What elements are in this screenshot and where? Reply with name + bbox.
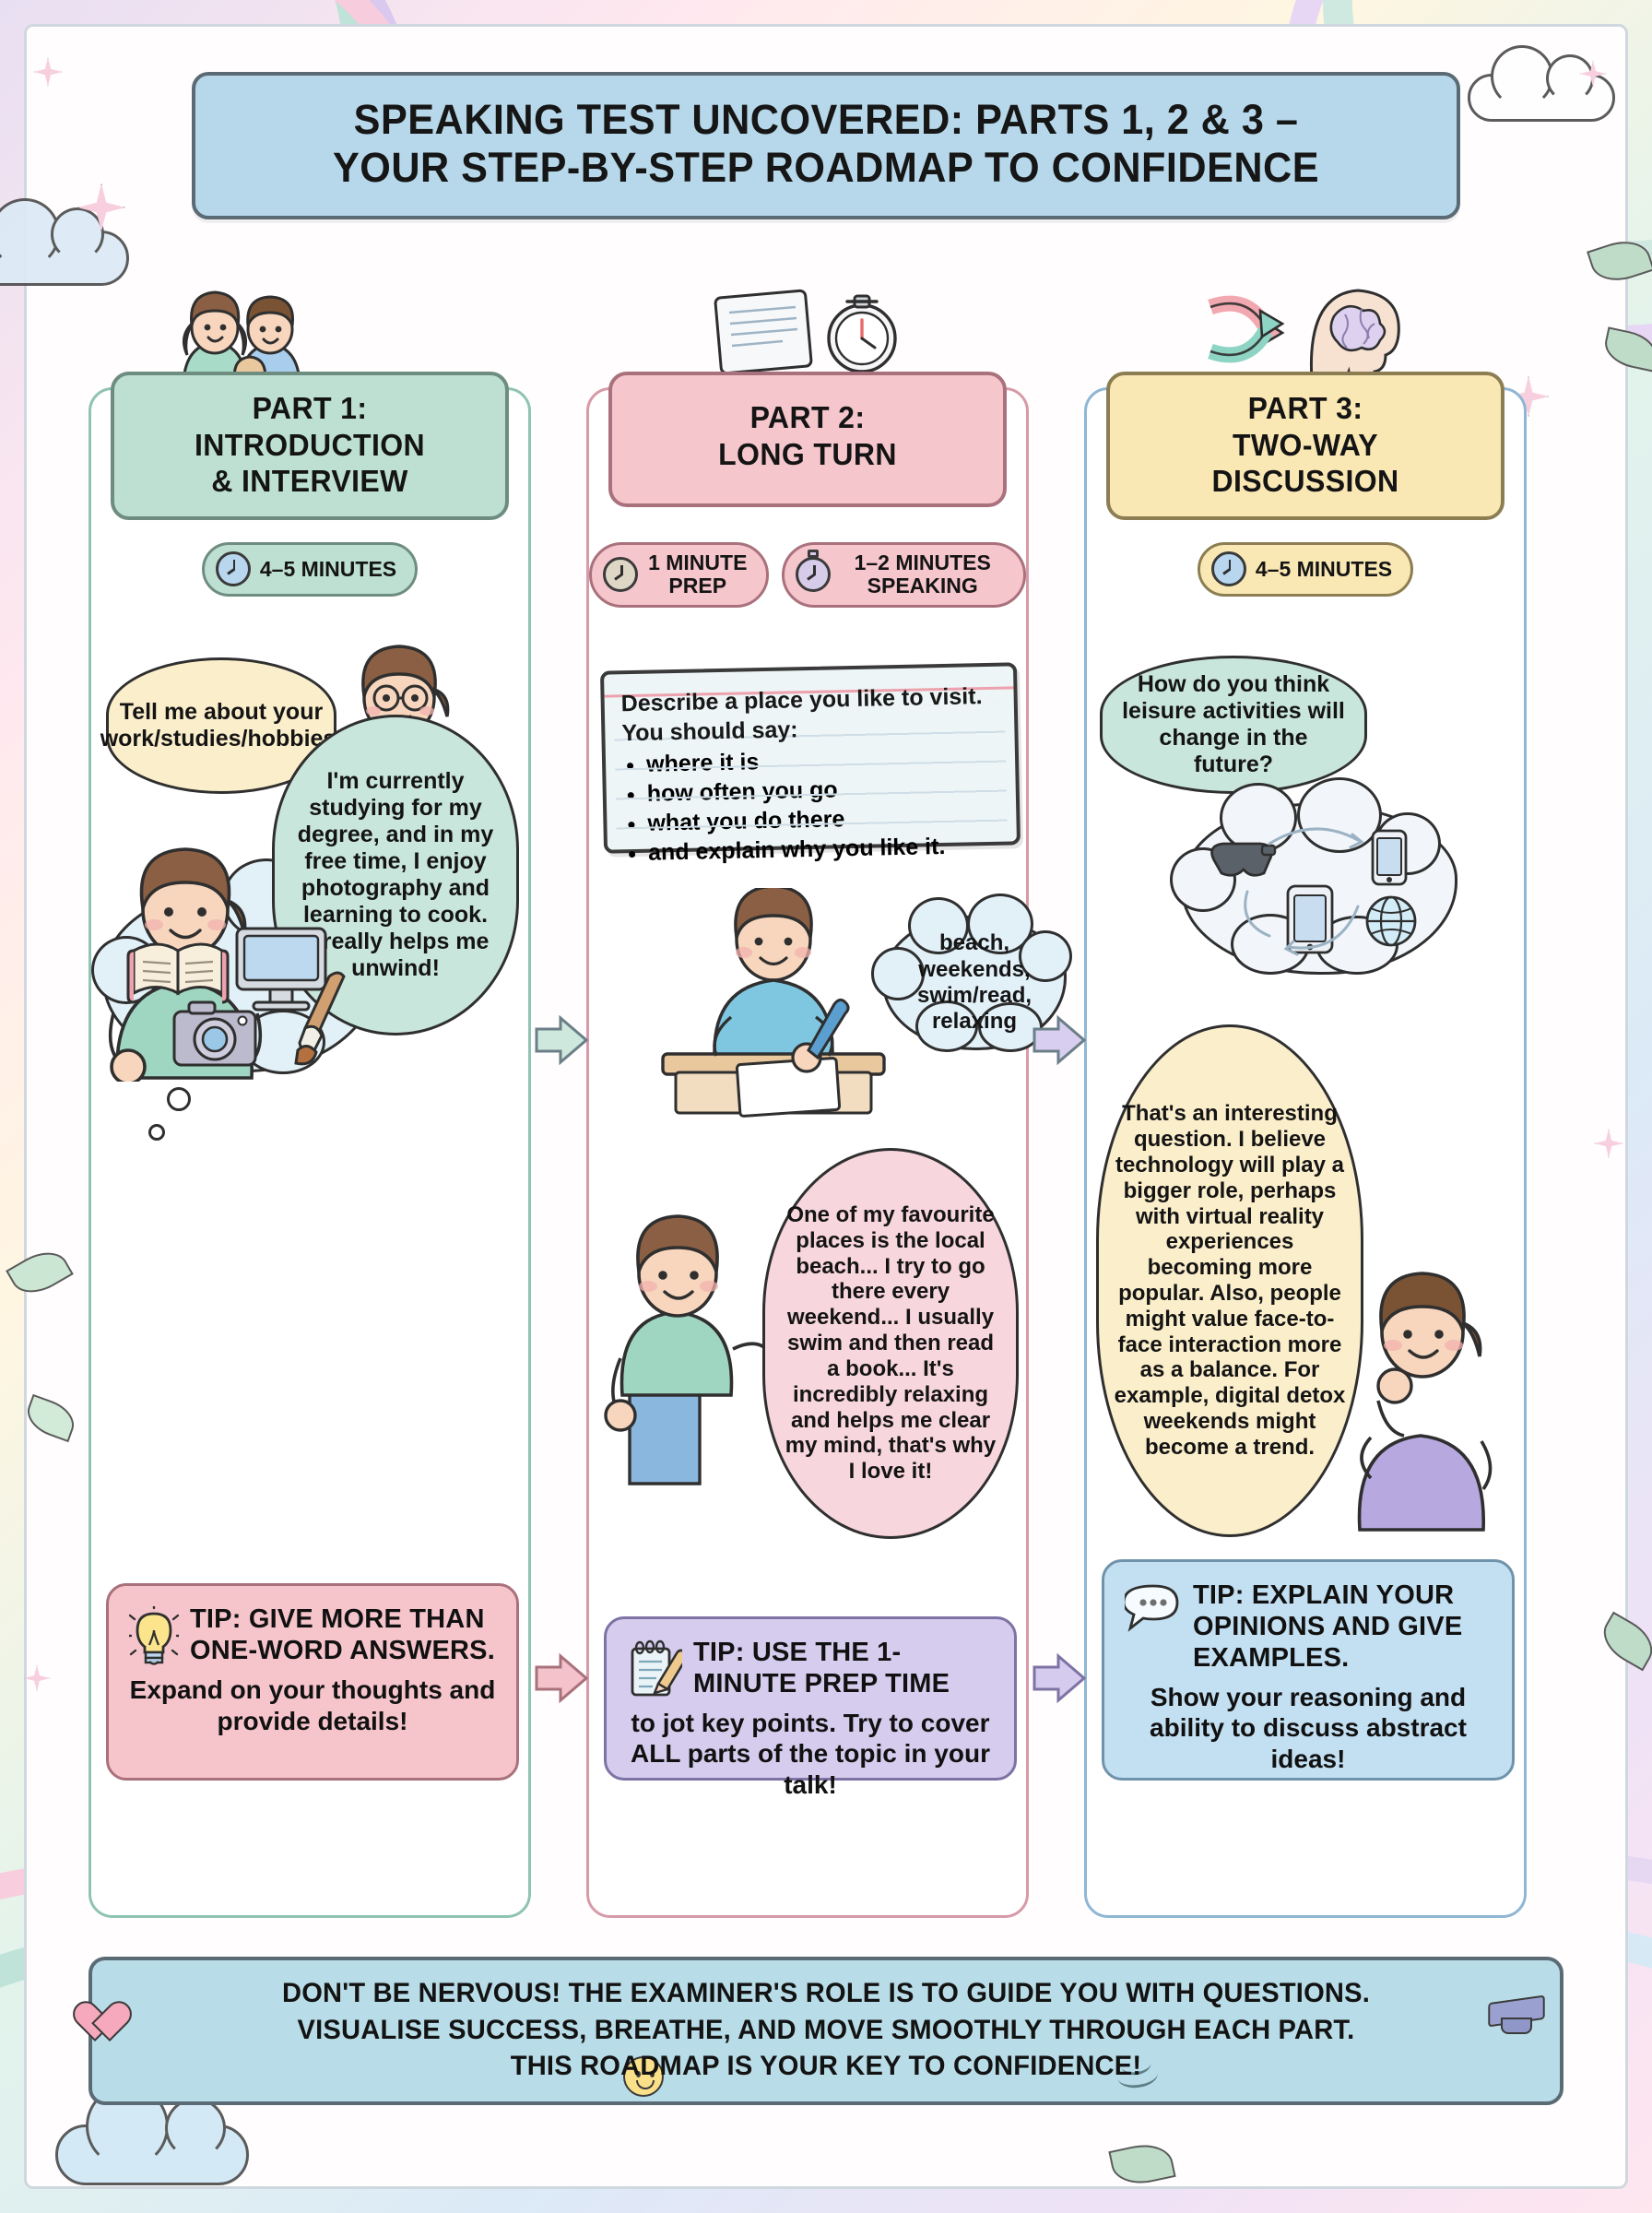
smiley-icon (623, 2056, 664, 2097)
banner-line-1: DON'T BE NERVOUS! THE EXAMINER'S ROLE IS… (281, 1978, 1371, 2008)
clock-icon (603, 556, 638, 592)
smartphone-icon (1371, 829, 1408, 886)
part-2-badges: 1 MINUTE PREP 1–2 MINUTES SPEAKING (589, 542, 1026, 608)
thought-dot (167, 1087, 191, 1111)
leaf-icon (21, 1393, 80, 1443)
column-header-part-1: PART 1: INTRODUCTION & INTERVIEW (111, 372, 509, 520)
candidate-answer-text: That's an interesting question. I believ… (1114, 1101, 1346, 1460)
badge-label: 1 MINUTE PREP (648, 550, 748, 598)
candidate-answer-text: I'm currently studying for my degree, an… (297, 768, 494, 981)
leaf-icon (6, 1242, 74, 1303)
bottom-banner: DON'T BE NERVOUS! THE EXAMINER'S ROLE IS… (88, 1957, 1564, 2105)
part-1-title-line-1: PART 1: (252, 391, 368, 425)
vr-headset-icon (1210, 842, 1277, 877)
candidate-answer-text: One of my favourite places is the local … (785, 1201, 997, 1485)
clock-icon (215, 551, 251, 586)
column-header-part-3: PART 3: TWO-WAY DISCUSSION (1106, 372, 1504, 520)
arrow-part1-to-part2 (535, 1014, 589, 1066)
banner-line-3: THIS ROADMAP IS YOUR KEY TO CONFIDENCE! (510, 2051, 1142, 2082)
notes-thought-cloud: beach, weekends, swim/read, relaxing (871, 893, 1072, 1052)
tip-body-part-3: Show your reasoning and ability to discu… (1150, 1682, 1467, 1773)
column-part-2: PART 2: LONG TURN 1 MINUTE PREP 1–2 MINU… (586, 289, 1072, 1918)
badge-duration-part-3: 4–5 MINUTES (1197, 542, 1414, 597)
arrow-tip1-to-tip2 (535, 1652, 589, 1704)
future-tech-thought-cloud (1170, 777, 1457, 975)
page-title: SPEAKING TEST UNCOVERED: PARTS 1, 2 & 3 … (192, 72, 1460, 220)
tip-body-part-1: Expand on your thoughts and provide deta… (129, 1675, 496, 1735)
cue-card: Describe a place you like to visit. You … (599, 662, 1021, 866)
candidate-answer-bubble-part-2: One of my favourite places is the local … (762, 1148, 1019, 1539)
book-icon (126, 942, 230, 1004)
tip-box-part-3: TIP: EXPLAIN YOUR OPINIONS AND GIVE EXAM… (1102, 1559, 1515, 1781)
tip-box-part-1: TIP: GIVE MORE THAN ONE-WORD ANSWERS. Ex… (106, 1583, 519, 1781)
future-tech-icons-group (1210, 827, 1417, 956)
column-header-part-2: PART 2: LONG TURN (608, 372, 1007, 508)
lightbulb-icon (129, 1606, 179, 1665)
cloud-icon (55, 2085, 249, 2185)
leaf-icon (1595, 1611, 1652, 1672)
column-part-1: PART 1: INTRODUCTION & INTERVIEW 4–5 MIN… (88, 290, 531, 1918)
column-part-3: PART 3: TWO-WAY DISCUSSION 4–5 MINUTES H… (1084, 289, 1527, 1918)
heart-icon (85, 2003, 127, 2041)
title-line-1: SPEAKING TEST UNCOVERED: PARTS 1, 2 & 3 … (353, 96, 1299, 143)
hobbies-thought-cloud (91, 858, 379, 1074)
banner-line-2: VISUALISE SUCCESS, BREATHE, AND MOVE SMO… (297, 2014, 1355, 2045)
part-3-badges: 4–5 MINUTES (1087, 542, 1524, 597)
speech-bubble-icon (1125, 1584, 1179, 1632)
cloud-icon (1468, 45, 1615, 122)
tip-heading-part-1: TIP: GIVE MORE THAN ONE-WORD ANSWERS. (190, 1604, 495, 1665)
candidate-figure-part-3 (1357, 1272, 1493, 1532)
cue-card-prompt: Describe a place you like to visit. You … (620, 683, 983, 747)
examiner-question-bubble-part-3: How do you think leisure activities will… (1100, 656, 1367, 794)
badge-label: 4–5 MINUTES (259, 556, 397, 581)
candidate-figure-part-2 (604, 1214, 773, 1485)
tip-heading-part-2: TIP: USE THE 1-MINUTE PREP TIME (693, 1638, 950, 1698)
leaf-icon (1587, 233, 1652, 289)
globe-icon (1365, 895, 1417, 947)
tip-body-part-2: to jot key points. Try to cover ALL part… (631, 1708, 990, 1800)
cloud-icon (0, 198, 129, 286)
arrow-tip2-to-tip3 (1032, 1652, 1087, 1704)
tip-heading-part-3: TIP: EXPLAIN YOUR OPINIONS AND GIVE EXAM… (1193, 1580, 1463, 1673)
thought-dot (148, 1124, 165, 1141)
camera-icon (172, 1000, 257, 1067)
badge-label: 4–5 MINUTES (1255, 556, 1393, 581)
badge-prep-time-part-2: 1 MINUTE PREP (589, 542, 770, 608)
examiner-question-text: How do you think leisure activities will… (1122, 671, 1345, 777)
title-line-2: YOUR STEP-BY-STEP ROADMAP TO CONFIDENCE (332, 144, 1320, 192)
examiner-question-text: Tell me about your work/studies/hobbies. (100, 699, 343, 751)
stopwatch-icon (796, 549, 832, 592)
columns-container: PART 1: INTRODUCTION & INTERVIEW 4–5 MIN… (88, 289, 1564, 1918)
leaf-icon (1108, 2138, 1176, 2190)
hobby-icons-group (126, 927, 346, 1067)
badge-label: 1–2 MINUTES SPEAKING (854, 550, 991, 598)
part-3-title-line-1: PART 3: (1247, 391, 1363, 425)
tip-box-part-2: TIP: USE THE 1-MINUTE PREP TIME to jot k… (604, 1616, 1017, 1799)
part-2-title-line-1: PART 2: (749, 400, 866, 434)
part-2-title-line-2: LONG TURN (718, 436, 897, 471)
student-writing-at-desk (661, 888, 886, 1118)
badge-speaking-time-part-2: 1–2 MINUTES SPEAKING (782, 542, 1026, 608)
notes-thought-text: beach, weekends, swim/read, relaxing (916, 930, 1032, 1035)
part-3-title-line-2: TWO-WAY (1232, 427, 1379, 462)
monitor-icon (235, 927, 327, 1012)
graduation-cap-icon (1488, 1994, 1545, 2040)
badge-duration-part-1: 4–5 MINUTES (201, 542, 419, 597)
part-1-title-line-2: INTRODUCTION (194, 427, 426, 462)
part-3-title-line-3: DISCUSSION (1211, 464, 1399, 499)
clock-icon (1210, 551, 1246, 586)
notepad-pencil-icon (631, 1639, 682, 1697)
candidate-answer-bubble-part-3: That's an interesting question. I believ… (1096, 1024, 1363, 1537)
part-1-badges: 4–5 MINUTES (91, 542, 528, 597)
leaf-icon (1600, 326, 1652, 373)
part-1-title-line-3: & INTERVIEW (211, 464, 408, 499)
